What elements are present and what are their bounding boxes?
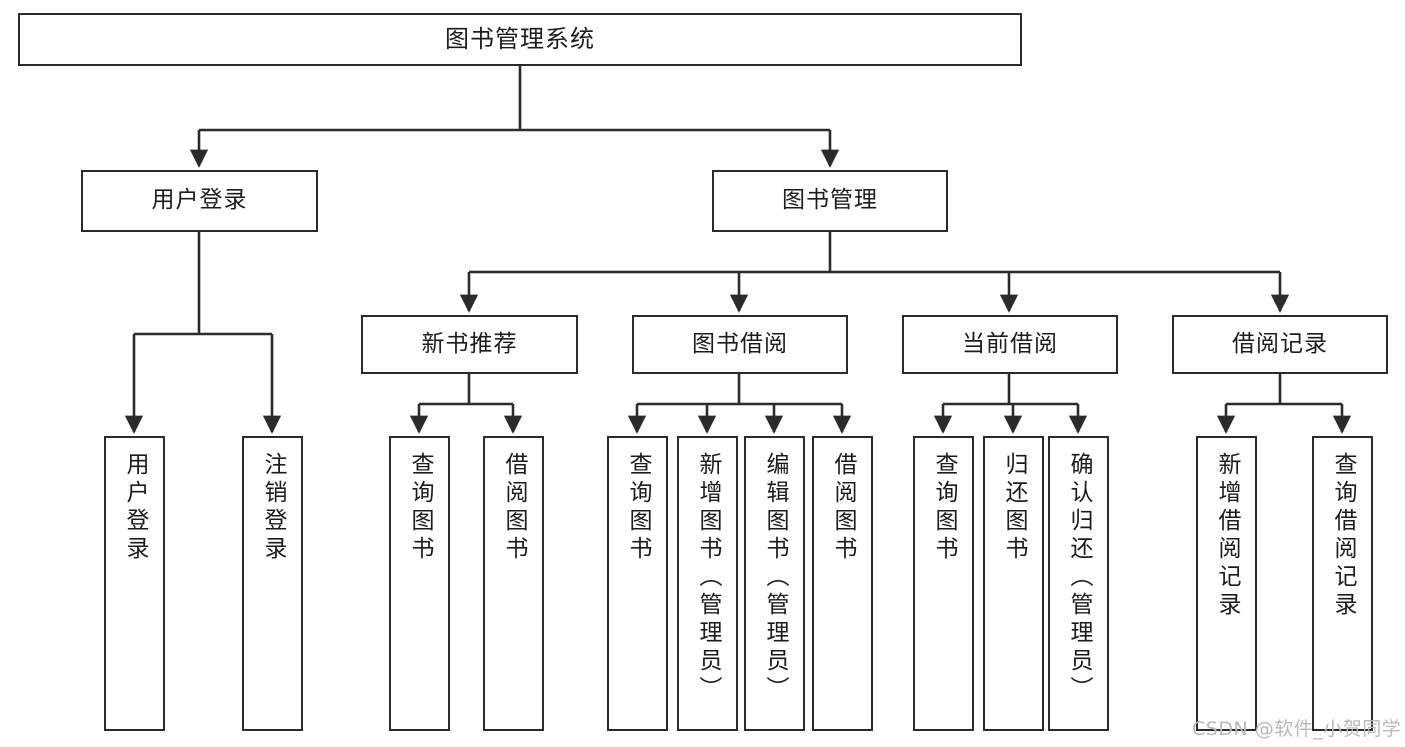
leaf-edit-book-admin[interactable]: 编辑图书（管理员） <box>744 436 805 731</box>
node-label: 查询图书 <box>407 452 433 564</box>
node-root-system[interactable]: 图书管理系统 <box>18 13 1022 66</box>
node-label: 图书借阅 <box>692 330 788 357</box>
node-book-borrow[interactable]: 图书借阅 <box>632 315 848 374</box>
watermark: CSDN @软件_小贺同学 <box>1192 718 1402 740</box>
node-label: 注销登录 <box>260 452 286 564</box>
leaf-user-login[interactable]: 用户登录 <box>104 436 165 731</box>
node-label: 图书管理系统 <box>445 25 595 54</box>
node-label: 归还图书 <box>1001 452 1027 564</box>
node-current-borrow[interactable]: 当前借阅 <box>902 315 1118 374</box>
leaf-add-book-admin[interactable]: 新增图书（管理员） <box>677 436 738 731</box>
node-label: 新增图书（管理员） <box>695 452 721 704</box>
leaf-borrow-book[interactable]: 借阅图书 <box>812 436 873 731</box>
node-new-book-recommend[interactable]: 新书推荐 <box>361 315 578 374</box>
leaf-query-book-current[interactable]: 查询图书 <box>913 436 974 731</box>
leaf-logout[interactable]: 注销登录 <box>242 436 303 731</box>
node-book-management[interactable]: 图书管理 <box>712 170 948 232</box>
node-label: 新书推荐 <box>421 330 518 357</box>
node-label: 用户登录 <box>122 452 148 564</box>
node-label: 图书管理 <box>782 187 878 214</box>
node-label: 借阅图书 <box>830 452 856 564</box>
node-label: 编辑图书（管理员） <box>762 452 788 704</box>
node-label: 查询借阅记录 <box>1330 452 1356 620</box>
leaf-add-borrow-record[interactable]: 新增借阅记录 <box>1196 436 1257 731</box>
node-user-login[interactable]: 用户登录 <box>81 170 318 232</box>
node-label: 新增借阅记录 <box>1214 452 1240 620</box>
leaf-query-borrow-record[interactable]: 查询借阅记录 <box>1312 436 1373 731</box>
leaf-borrow-book-newbook[interactable]: 借阅图书 <box>483 436 544 731</box>
node-label: 确认归还（管理员） <box>1066 452 1092 704</box>
node-label: 当前借阅 <box>962 330 1058 357</box>
node-label: 借阅图书 <box>501 452 527 564</box>
leaf-confirm-return-admin[interactable]: 确认归还（管理员） <box>1048 436 1109 731</box>
leaf-query-book-borrow[interactable]: 查询图书 <box>607 436 668 731</box>
node-label: 用户登录 <box>151 187 248 214</box>
node-borrow-record[interactable]: 借阅记录 <box>1172 315 1388 374</box>
leaf-query-book-newbook[interactable]: 查询图书 <box>389 436 450 731</box>
node-label: 查询图书 <box>931 452 957 564</box>
leaf-return-book[interactable]: 归还图书 <box>983 436 1044 731</box>
node-label: 查询图书 <box>625 452 651 564</box>
node-label: 借阅记录 <box>1232 330 1328 357</box>
